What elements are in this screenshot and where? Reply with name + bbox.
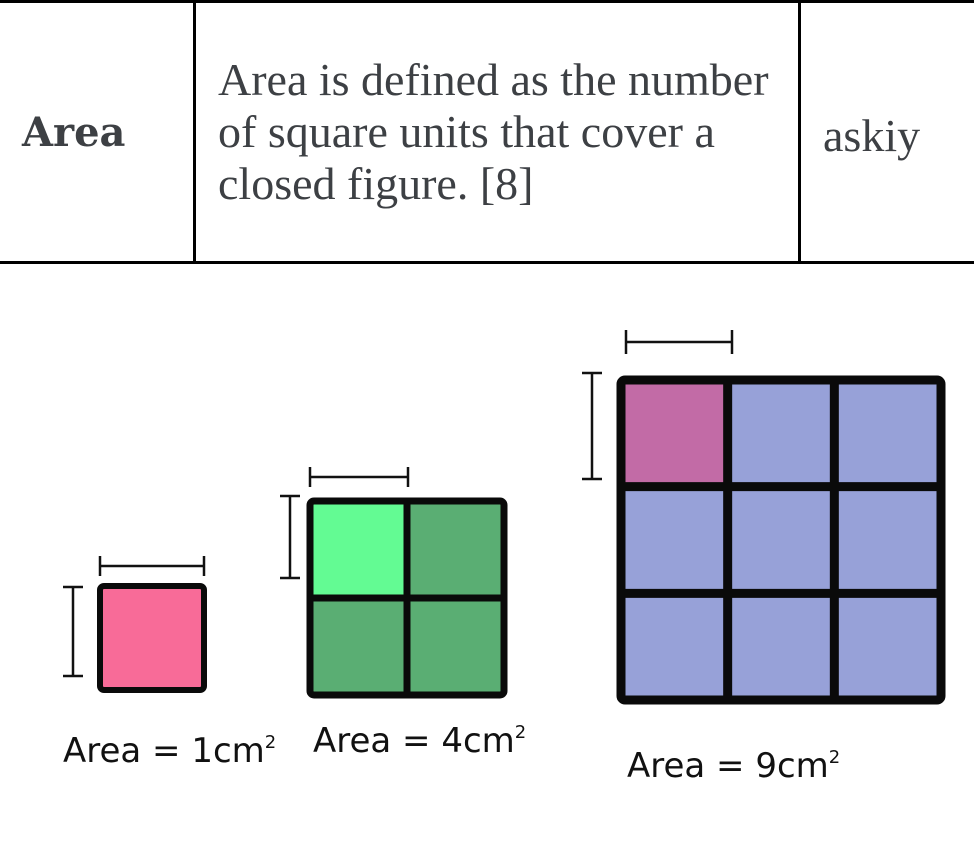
height-marker <box>280 494 300 580</box>
term-cell: Area <box>0 3 196 261</box>
grid-lines <box>97 583 207 693</box>
grid-lines <box>306 497 508 699</box>
unit-square <box>100 586 204 690</box>
square-outline <box>97 583 207 693</box>
unit-square <box>727 593 835 700</box>
unit-square <box>834 593 941 700</box>
area-text-2: Area = 4cm <box>313 721 515 761</box>
unit-square <box>621 380 728 487</box>
unit-square <box>407 598 504 695</box>
unit-square <box>727 486 835 594</box>
area-diagram: Area = 1cm2 Area = 4cm2 <box>0 267 974 859</box>
unit-squares <box>310 501 504 695</box>
unit-square <box>310 598 407 695</box>
unit-square <box>407 501 504 598</box>
definition-table: Area Area is defined as the number of sq… <box>0 0 974 264</box>
unit-square <box>834 380 941 487</box>
area-exponent-2: 2 <box>515 722 526 743</box>
width-marker <box>308 467 410 487</box>
area-text-1: Area = 1cm <box>63 731 265 771</box>
width-marker <box>624 330 734 354</box>
definition-cell: Area is defined as the number of square … <box>196 3 801 261</box>
area-exponent-1: 2 <box>265 732 276 753</box>
figure-4cm: Area = 4cm2 <box>280 467 526 761</box>
unit-square <box>727 380 835 487</box>
unit-square <box>310 501 407 598</box>
area-exponent-3: 2 <box>829 747 840 768</box>
unit-squares <box>621 380 941 700</box>
unit-squares <box>100 586 204 690</box>
square-outline <box>616 375 946 705</box>
width-marker <box>98 556 206 576</box>
grid-lines <box>616 375 946 705</box>
square-outline <box>306 497 508 699</box>
area-label-3: Area = 9cm2 <box>627 746 840 786</box>
area-label-1: Area = 1cm2 <box>63 731 276 771</box>
area-label-2: Area = 4cm2 <box>313 721 526 761</box>
unit-square <box>621 486 728 594</box>
height-marker <box>63 585 83 678</box>
unit-square <box>621 593 728 700</box>
area-text-3: Area = 9cm <box>627 746 829 786</box>
area-squares-svg: Area = 1cm2 Area = 4cm2 <box>63 330 946 786</box>
source-cell: askiy <box>823 110 921 161</box>
unit-square <box>834 486 941 594</box>
height-marker <box>582 371 602 481</box>
figure-9cm: Area = 9cm2 <box>582 330 946 786</box>
figure-1cm: Area = 1cm2 <box>63 556 276 771</box>
